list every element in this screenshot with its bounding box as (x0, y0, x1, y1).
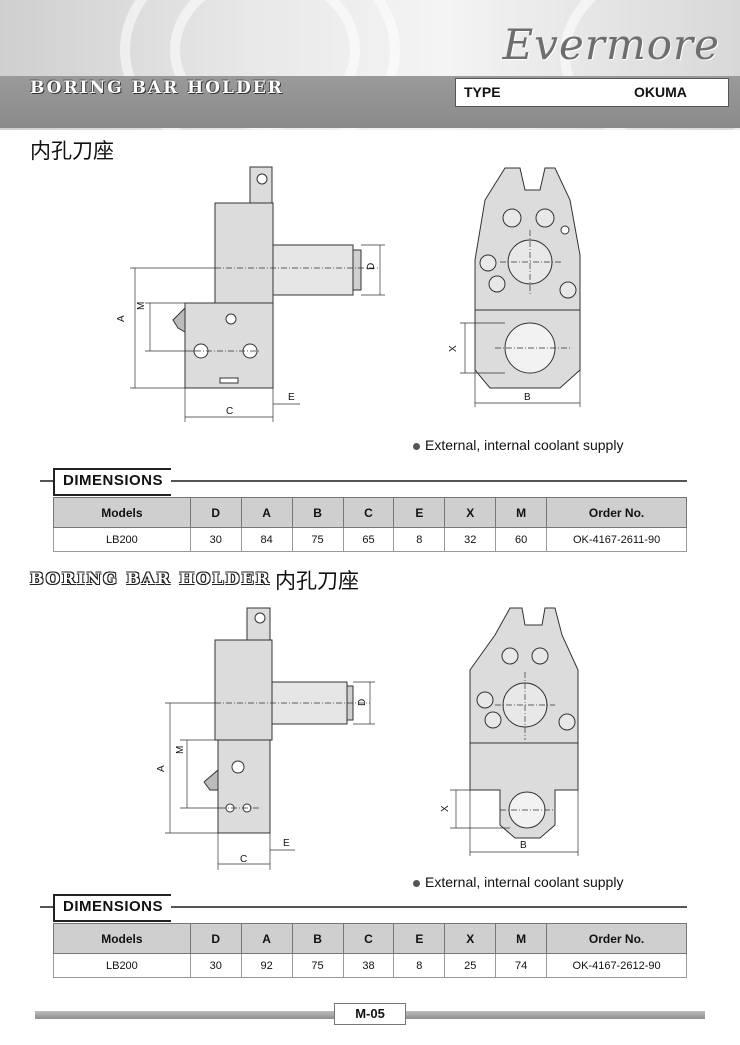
type-value: OKUMA (634, 84, 687, 100)
bar-shank (272, 244, 354, 296)
cell-m: 74 (495, 953, 548, 978)
col-order-no: Order No. (546, 923, 687, 954)
cell-order-no: OK-4167-2612-90 (546, 953, 687, 978)
upper-block (214, 639, 273, 741)
section2-coolant-note: External, internal coolant supply (413, 874, 623, 890)
banner-title: BORING BAR HOLDER (30, 78, 284, 98)
dim-label-D: D (366, 263, 377, 270)
dim-label-C: C (240, 854, 247, 865)
col-models: Models (53, 923, 191, 954)
section1-dimensions-table: Models D A B C E X M Order No. LB200 30 … (53, 497, 687, 552)
col-c: C (342, 497, 395, 528)
top-lug (249, 166, 273, 204)
cell-model: LB200 (53, 527, 191, 552)
table-row: LB200 30 92 75 38 8 25 74 OK-4167-2612-9… (53, 953, 687, 978)
dim-label-X: X (440, 805, 451, 812)
table-row: LB200 30 84 75 65 8 32 60 OK-4167-2611-9… (53, 527, 687, 552)
cell-e: 8 (393, 527, 446, 552)
section1-chinese-title: 内孔刀座 (30, 139, 114, 163)
table-header-row: Models D A B C E X M Order No. (53, 923, 687, 954)
brand-logo: Evermore (502, 20, 720, 69)
cell-e: 8 (393, 953, 446, 978)
col-c: C (342, 923, 395, 954)
bullet-icon (413, 442, 420, 450)
cell-order-no: OK-4167-2611-90 (546, 527, 687, 552)
section1-dim-rule (40, 480, 687, 482)
dim-label-A: A (156, 765, 167, 772)
col-x: X (444, 923, 497, 954)
cell-d: 30 (189, 527, 242, 552)
col-d: D (189, 923, 242, 954)
cell-a: 84 (240, 527, 293, 552)
col-e: E (393, 497, 446, 528)
table-header-row: Models D A B C E X M Order No. (53, 497, 687, 528)
type-label: TYPE (464, 84, 501, 100)
cell-a: 92 (240, 953, 293, 978)
section1-coolant-note: External, internal coolant supply (413, 437, 623, 453)
bullet-icon (413, 879, 420, 887)
col-a: A (240, 497, 293, 528)
dim-label-B: B (524, 392, 531, 403)
dim-label-C: C (226, 406, 233, 417)
cell-model: LB200 (53, 953, 191, 978)
type-box: TYPE OKUMA (455, 78, 729, 107)
col-b: B (291, 497, 344, 528)
section2-dimensions-table: Models D A B C E X M Order No. LB200 30 … (53, 923, 687, 978)
col-m: M (495, 497, 548, 528)
front-upper (474, 167, 581, 311)
section2-dim-rule (40, 906, 687, 908)
cell-c: 65 (342, 527, 395, 552)
cell-d: 30 (189, 953, 242, 978)
page-number: M-05 (334, 1003, 406, 1025)
cell-m: 60 (495, 527, 548, 552)
cell-x: 32 (444, 527, 497, 552)
dim-label-M: M (136, 302, 147, 310)
section2-drawing: A M D C E X B (156, 607, 579, 870)
front-upper (469, 607, 579, 744)
dim-label-A: A (116, 315, 127, 322)
dim-label-B: B (520, 840, 527, 851)
base-block (217, 739, 271, 834)
col-b: B (291, 923, 344, 954)
section2-title-en: BORING BAR HOLDER (30, 569, 271, 588)
col-order-no: Order No. (546, 497, 687, 528)
dim-label-X: X (448, 345, 459, 352)
dim-label-M: M (175, 746, 186, 754)
col-d: D (189, 497, 242, 528)
col-a: A (240, 923, 293, 954)
section1-drawing: A M D C E X B (116, 166, 581, 422)
col-models: Models (53, 497, 191, 528)
dim-label-E: E (288, 392, 295, 403)
cell-b: 75 (291, 953, 344, 978)
upper-block (214, 202, 274, 304)
cell-x: 25 (444, 953, 497, 978)
col-x: X (444, 497, 497, 528)
col-e: E (393, 923, 446, 954)
cell-b: 75 (291, 527, 344, 552)
section2-title-cn: 内孔刀座 (275, 569, 359, 593)
col-m: M (495, 923, 548, 954)
dim-label-E: E (283, 838, 290, 849)
section2-dimensions-tab: DIMENSIONS (53, 894, 172, 922)
dim-label-D: D (357, 699, 368, 706)
cell-c: 38 (342, 953, 395, 978)
section1-dimensions-tab: DIMENSIONS (53, 468, 172, 496)
